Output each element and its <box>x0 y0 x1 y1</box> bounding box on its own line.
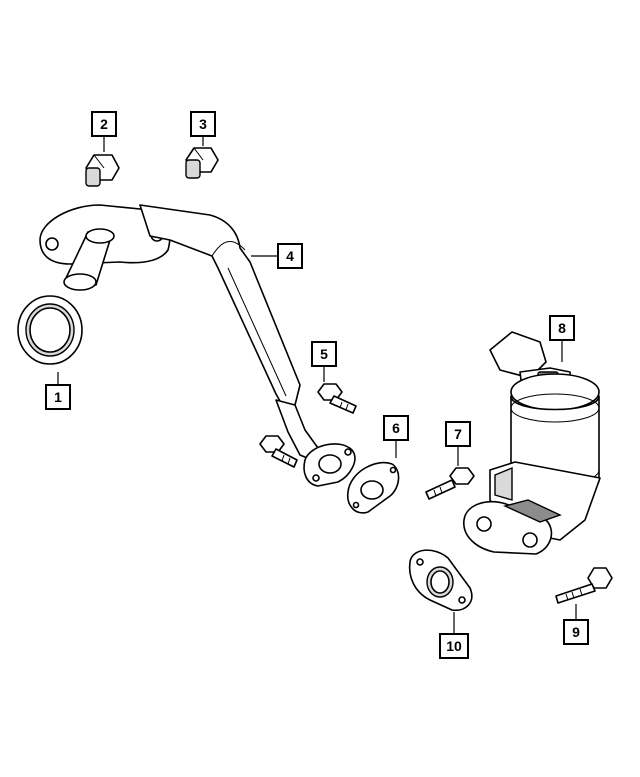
callout-5: 5 <box>311 341 337 367</box>
callout-3: 3 <box>190 111 216 137</box>
svg-text:4: 4 <box>286 248 294 264</box>
callout-9: 9 <box>563 619 589 645</box>
part-8-egr-valve <box>463 331 601 555</box>
callout-8: 8 <box>549 315 575 341</box>
callout-7: 7 <box>445 421 471 447</box>
part-4-egr-tube <box>39 204 356 487</box>
callout-6: 6 <box>383 415 409 441</box>
part-2-nut <box>85 154 120 187</box>
svg-text:5: 5 <box>320 346 328 362</box>
part-10-gasket <box>408 549 473 612</box>
part-9-bolt <box>555 567 613 604</box>
svg-text:3: 3 <box>199 116 207 132</box>
svg-text:9: 9 <box>572 624 580 640</box>
part-6-gasket <box>346 461 400 514</box>
part-7-bolt <box>425 467 475 500</box>
svg-text:6: 6 <box>392 420 400 436</box>
svg-text:1: 1 <box>54 389 62 405</box>
callout-4: 4 <box>277 243 303 269</box>
callout-1: 1 <box>45 384 71 410</box>
part-5-bolt <box>317 383 357 414</box>
svg-text:7: 7 <box>454 426 462 442</box>
svg-text:8: 8 <box>558 320 566 336</box>
callout-2: 2 <box>91 111 117 137</box>
part-3-nut <box>185 147 219 179</box>
svg-text:2: 2 <box>100 116 108 132</box>
svg-text:10: 10 <box>446 638 462 654</box>
part-1-gasket-ring <box>17 295 83 365</box>
part-5-bolt-secondary <box>259 435 298 468</box>
callout-10: 10 <box>439 633 469 659</box>
